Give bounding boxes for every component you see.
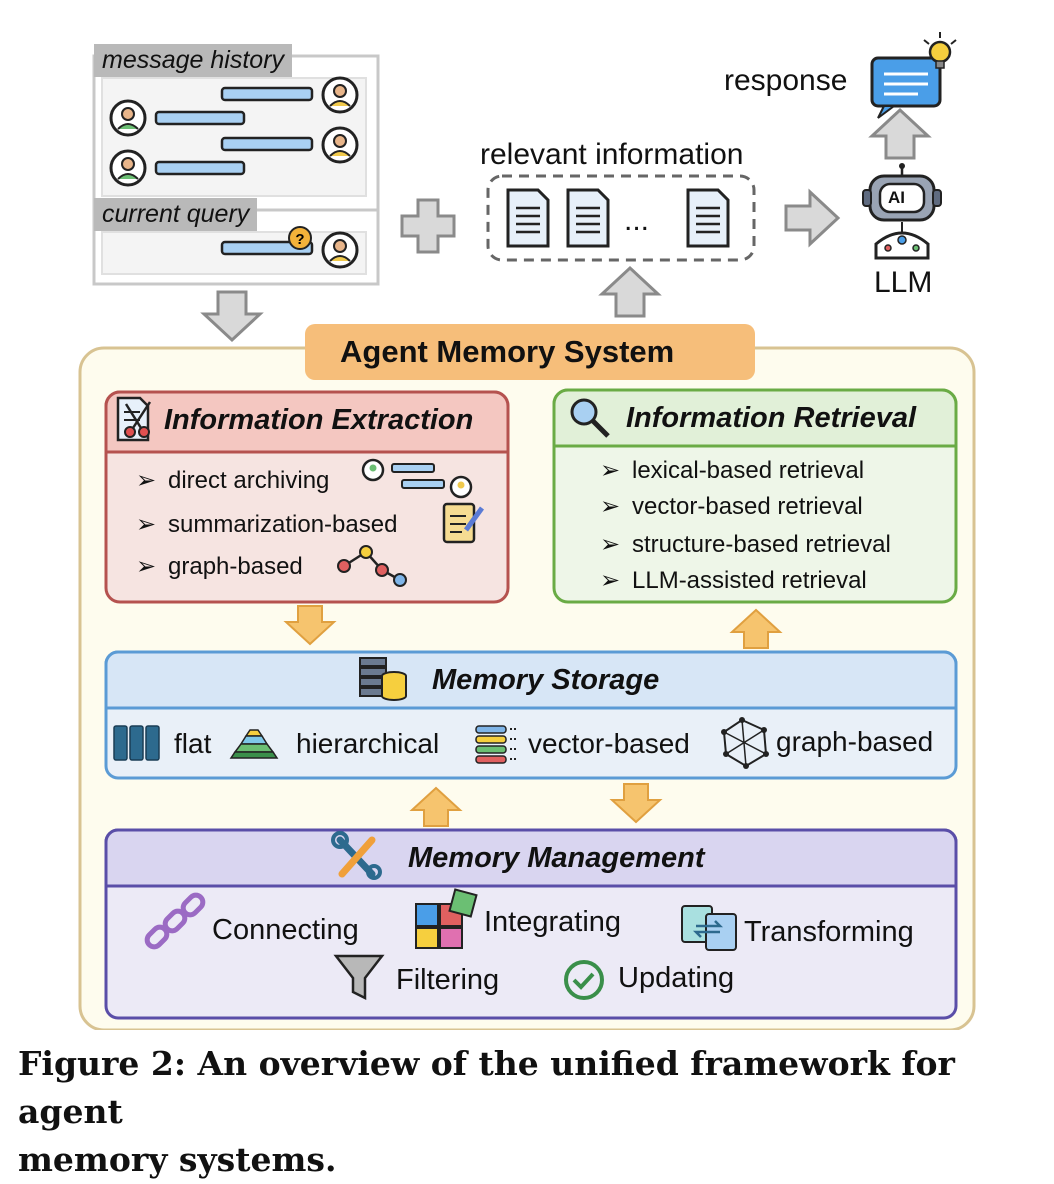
network-icon	[721, 717, 769, 769]
response-bubble-icon	[870, 32, 957, 119]
tools-icon	[331, 831, 382, 880]
database-icon	[359, 657, 407, 701]
retrieval-item: ➢vector-based retrieval	[600, 493, 863, 520]
retrieval-title: Information Retrieval	[626, 402, 917, 434]
funnel-icon	[333, 954, 385, 1001]
arrow-bullet-icon: ➢	[600, 457, 621, 484]
robot-icon	[862, 163, 942, 260]
figure-caption: Figure 2: An overview of the unified fra…	[18, 1040, 1048, 1184]
extraction-title: Information Extraction	[164, 404, 474, 436]
arrow-up-response	[868, 107, 932, 160]
puzzle-icon	[415, 888, 478, 949]
system-title-bar	[305, 324, 755, 380]
arrow-up-storage	[409, 786, 463, 827]
message-history-tag: message history	[94, 44, 293, 77]
arrow-right	[784, 188, 841, 248]
extraction-item: ➢graph-based	[136, 553, 303, 580]
arrow-up-relevant	[598, 265, 662, 318]
vector-icon	[475, 725, 518, 764]
llm-label: LLM	[874, 266, 933, 299]
chat-mini-icon	[361, 458, 473, 499]
retrieval-item: ➢LLM-assisted retrieval	[600, 567, 867, 594]
storage-item-graph: graph-based	[776, 726, 934, 757]
extraction-item: ➢direct archiving	[136, 467, 330, 494]
storage-title: Memory Storage	[432, 664, 660, 696]
magnifier-icon	[570, 398, 610, 438]
relevant-information-label: relevant information	[480, 138, 744, 171]
arrow-bullet-icon: ➢	[136, 553, 157, 580]
response-label: response	[724, 64, 848, 97]
relevant-information-box	[486, 174, 756, 262]
storage-item-flat: flat	[174, 728, 212, 759]
message-history-panel: ?	[92, 54, 380, 286]
graph-nodes-icon	[337, 545, 407, 587]
management-item-connecting: Connecting	[212, 914, 359, 946]
management-title: Memory Management	[408, 842, 705, 874]
storage-item-hierarchical: hierarchical	[296, 728, 440, 759]
ellipsis-label: ...	[624, 204, 650, 237]
arrow-down-query	[200, 290, 264, 343]
diagram-canvas: ?	[78, 32, 976, 1030]
extraction-item: ➢summarization-based	[136, 511, 398, 538]
arrow-bullet-icon: ➢	[136, 467, 157, 494]
notepad-icon	[442, 502, 485, 544]
management-item-integrating: Integrating	[484, 906, 622, 938]
svg-text:?: ?	[295, 231, 304, 248]
transform-icon	[681, 905, 737, 951]
management-item-updating: Updating	[618, 962, 735, 994]
arrow-bullet-icon: ➢	[136, 511, 157, 538]
management-item-transforming: Transforming	[744, 916, 914, 948]
caption-line-1: Figure 2: An overview of the unified fra…	[18, 1044, 955, 1131]
arrow-down-extraction	[283, 605, 337, 646]
link-icon	[144, 892, 206, 950]
system-title: Agent Memory System	[340, 334, 675, 369]
ai-badge: AI	[888, 188, 905, 207]
retrieval-item: ➢structure-based retrieval	[600, 531, 891, 558]
refresh-check-icon	[564, 960, 604, 1000]
pyramid-icon	[229, 729, 279, 759]
flat-icon	[113, 725, 160, 761]
arrow-down-storage	[609, 783, 663, 824]
arrow-bullet-icon: ➢	[600, 567, 621, 594]
storage-item-vector: vector-based	[528, 728, 690, 759]
arrow-bullet-icon: ➢	[600, 493, 621, 520]
management-item-filtering: Filtering	[396, 964, 500, 996]
caption-line-2: memory systems.	[18, 1140, 337, 1179]
retrieval-item: ➢lexical-based retrieval	[600, 457, 865, 484]
plus-icon	[400, 198, 456, 254]
arrow-bullet-icon: ➢	[600, 531, 621, 558]
arrow-up-retrieval	[729, 608, 783, 649]
current-query-tag: current query	[94, 198, 258, 231]
scissors-doc-icon	[116, 396, 152, 442]
